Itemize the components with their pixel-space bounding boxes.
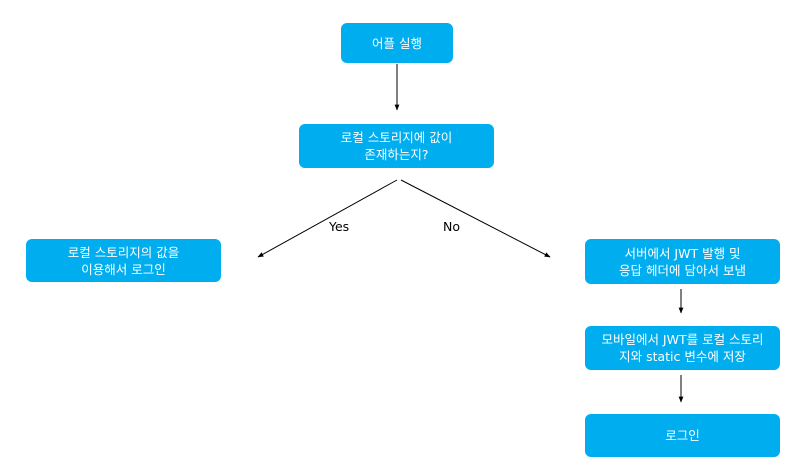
node-server-issue-jwt: 서버에서 JWT 발행 및 응답 헤더에 담아서 보냄 [585,239,780,284]
node-login: 로그인 [585,414,780,457]
node-app-start: 어플 실행 [341,23,453,63]
node-app-start-label: 어플 실행 [372,35,422,51]
node-login-with-local-value-label: 로컬 스토리지의 값을 이용해서 로그인 [67,244,180,277]
node-login-label: 로그인 [665,428,700,443]
edge-label-yes: Yes [329,219,350,234]
edge-label-no: No [443,219,460,234]
node-local-storage-check-label: 로컬 스토리지에 값이 존재하는지? [340,130,453,162]
node-mobile-save-jwt: 모바일에서 JWT를 로컬 스토리 지와 static 변수에 저장 [585,326,780,370]
edge-decision-to-issue-jwt [400,179,551,258]
node-login-with-local-value: 로컬 스토리지의 값을 이용해서 로그인 [26,239,221,282]
node-mobile-save-jwt-label: 모바일에서 JWT를 로컬 스토리 지와 static 변수에 저장 [601,332,764,364]
edge-decision-to-use-local [257,179,398,258]
node-local-storage-check: 로컬 스토리지에 값이 존재하는지? [299,124,494,168]
node-server-issue-jwt-label: 서버에서 JWT 발행 및 응답 헤더에 담아서 보냄 [619,245,746,278]
